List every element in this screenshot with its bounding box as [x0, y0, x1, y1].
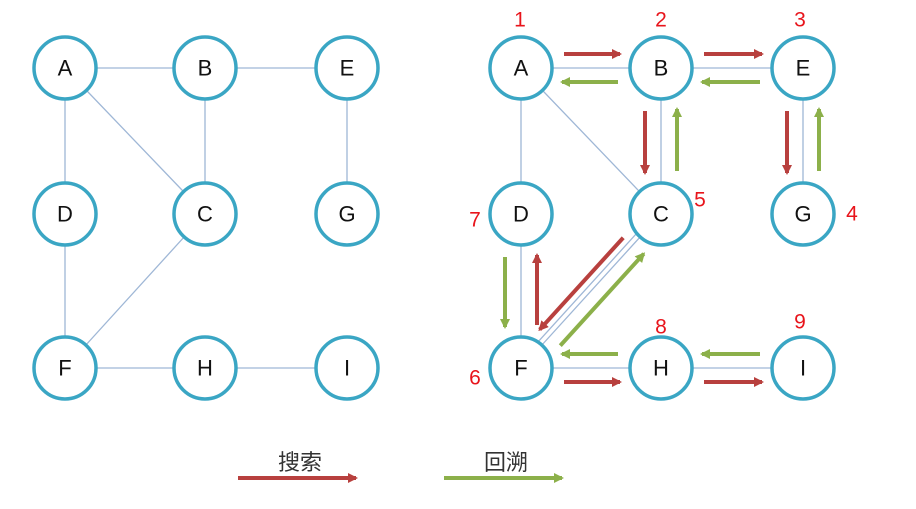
- legend-search-label: 搜索: [278, 451, 322, 476]
- node-circle: [488, 35, 554, 101]
- visit-order-h: 8: [655, 316, 667, 339]
- right-nodes: A B E D C G F H I: [488, 35, 836, 401]
- node-label: A: [58, 56, 73, 81]
- node-label: A: [514, 56, 529, 81]
- search-arrow-c-f: [538, 236, 625, 332]
- node-label: B: [198, 56, 213, 81]
- node-label: I: [800, 356, 806, 381]
- node-circle: [172, 335, 238, 401]
- left-graph: A B E D C G F H I: [32, 35, 380, 401]
- visit-order-c: 5: [694, 189, 706, 212]
- node-circle: [172, 181, 238, 247]
- node-label: E: [796, 56, 811, 81]
- visit-order-d: 7: [469, 209, 481, 232]
- node-label: D: [513, 202, 529, 227]
- left-node-a: A: [32, 35, 98, 101]
- right-node-d: D: [488, 181, 554, 247]
- legend-backtrack: 回溯: [444, 451, 564, 483]
- left-edge-c-f: [64, 213, 206, 369]
- right-node-i: I: [770, 335, 836, 401]
- right-node-a: A: [488, 35, 554, 101]
- legend-backtrack-label: 回溯: [484, 451, 528, 476]
- node-circle: [628, 35, 694, 101]
- left-node-b: B: [172, 35, 238, 101]
- node-label: F: [58, 356, 71, 381]
- visit-order-f: 6: [469, 367, 481, 390]
- left-nodes: A B E D C G F H I: [32, 35, 380, 401]
- traversal-arrows: [500, 49, 824, 387]
- left-node-h: H: [172, 335, 238, 401]
- node-label: B: [654, 56, 669, 81]
- node-label: H: [653, 356, 669, 381]
- backtrack-arrow-f-c: [558, 252, 646, 347]
- legend: 搜索 回溯: [238, 451, 564, 483]
- right-node-g: G: [770, 181, 836, 247]
- node-circle: [314, 35, 380, 101]
- right-node-f: F: [488, 335, 554, 401]
- node-circle: [32, 335, 98, 401]
- node-circle: [488, 335, 554, 401]
- node-circle: [314, 181, 380, 247]
- node-label: E: [340, 56, 355, 81]
- node-circle: [770, 35, 836, 101]
- node-circle: [628, 335, 694, 401]
- right-node-e: E: [770, 35, 836, 101]
- node-circle: [32, 181, 98, 247]
- left-node-e: E: [314, 35, 380, 101]
- node-circle: [172, 35, 238, 101]
- right-node-c: C: [628, 181, 694, 247]
- visit-order-g: 4: [846, 203, 858, 226]
- visit-order-labels: 1 2 3 7 5 4 6 8 9: [469, 9, 858, 390]
- legend-search: 搜索: [238, 451, 358, 483]
- node-circle: [770, 181, 836, 247]
- left-node-d: D: [32, 181, 98, 247]
- node-label: I: [344, 356, 350, 381]
- left-node-c: C: [172, 181, 238, 247]
- visit-order-b: 2: [655, 9, 667, 32]
- node-circle: [314, 335, 380, 401]
- node-label: C: [653, 202, 669, 227]
- right-graph: A B E D C G F H I 1 2 3 7 5 4 6 8 9: [469, 9, 858, 401]
- visit-order-a: 1: [514, 9, 526, 32]
- node-label: G: [794, 202, 811, 227]
- node-label: C: [197, 202, 213, 227]
- node-label: H: [197, 356, 213, 381]
- right-node-b: B: [628, 35, 694, 101]
- right-edge-c-f: [520, 213, 662, 369]
- left-node-f: F: [32, 335, 98, 401]
- node-circle: [628, 181, 694, 247]
- node-label: D: [57, 202, 73, 227]
- right-node-h: H: [628, 335, 694, 401]
- left-edge-a-c: [64, 67, 206, 215]
- node-label: G: [338, 202, 355, 227]
- left-node-i: I: [314, 335, 380, 401]
- node-circle: [770, 335, 836, 401]
- left-node-g: G: [314, 181, 380, 247]
- right-edge-a-c: [520, 67, 662, 215]
- node-circle: [32, 35, 98, 101]
- visit-order-e: 3: [794, 9, 806, 32]
- visit-order-i: 9: [794, 311, 806, 334]
- node-label: F: [514, 356, 527, 381]
- node-circle: [488, 181, 554, 247]
- right-edge-c-f-parallel: [516, 210, 658, 366]
